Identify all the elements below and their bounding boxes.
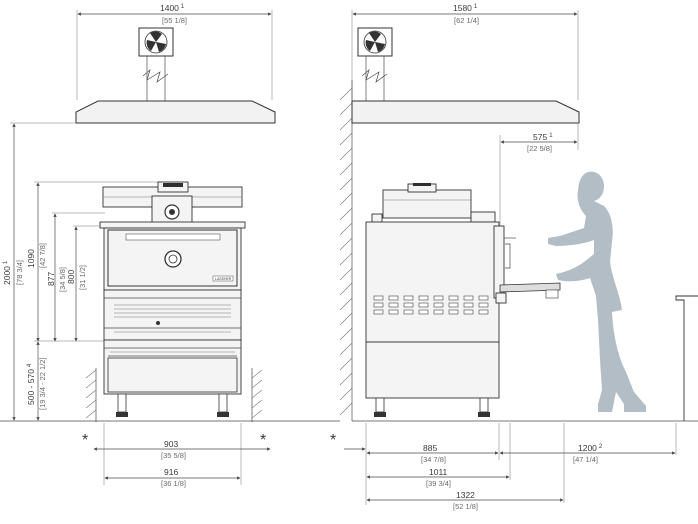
- side-vent-grid: [373, 295, 489, 315]
- side-fan-icon: [357, 27, 393, 57]
- front-oven: LASSHER: [99, 181, 246, 417]
- front-leg-height-label: 500 - 5704: [26, 363, 36, 405]
- human-silhouette-icon: [548, 171, 646, 412]
- side-operator-space-inch: [47 1/4]: [573, 455, 598, 464]
- side-counter: [675, 295, 698, 421]
- side-clearance-mark: *: [330, 432, 336, 449]
- front-width-body-inch: [35 5/8]: [161, 451, 186, 460]
- front-body-height-label: 877: [46, 272, 56, 286]
- side-oven: [365, 183, 561, 417]
- front-oven-height-inch: [42 7/8]: [38, 243, 47, 268]
- side-wall-hatch: [339, 80, 353, 421]
- side-depth-handle-label: 1011: [429, 467, 448, 477]
- side-hood: [351, 100, 580, 124]
- front-leg-height-inch: [19 3/4 - 22 1/2]: [38, 357, 47, 410]
- front-wall-hatch-left: [85, 368, 97, 422]
- fan-icon: [138, 27, 174, 57]
- front-clearance-mark-left: *: [82, 432, 88, 449]
- front-body-height-inch: [34 5/8]: [58, 267, 67, 292]
- brand-plate: LASSHER: [215, 277, 232, 281]
- side-overhang-inch: [22 5/8]: [527, 144, 552, 153]
- front-clearance-mark-right: *: [260, 432, 266, 449]
- front-width-overall-inch: [36 1/8]: [161, 479, 186, 488]
- side-hood-depth-inch: [62 1/4]: [454, 16, 479, 25]
- side-depth-overall-inch: [52 1/8]: [453, 502, 478, 511]
- front-total-height-label: 20001: [2, 260, 12, 285]
- front-door-height-inch: [31 1/2]: [78, 265, 87, 290]
- front-width-body-label: 903: [164, 439, 178, 449]
- front-width-overall-label: 916: [164, 467, 178, 477]
- side-depth-body-label: 885: [423, 443, 437, 453]
- side-depth-handle-inch: [39 3/4]: [426, 479, 451, 488]
- front-total-height-inch: [78 3/4]: [15, 260, 24, 285]
- side-depth-body-inch: [34 7/8]: [421, 455, 446, 464]
- side-depth-overall-label: 1322: [456, 490, 475, 500]
- front-oven-height-label: 1090: [26, 249, 36, 268]
- front-door-height-label: 800: [66, 270, 76, 284]
- front-hood: [75, 100, 276, 124]
- front-wall-hatch-right: [251, 368, 263, 422]
- front-hood-width-inch: [55 1/8]: [162, 16, 187, 25]
